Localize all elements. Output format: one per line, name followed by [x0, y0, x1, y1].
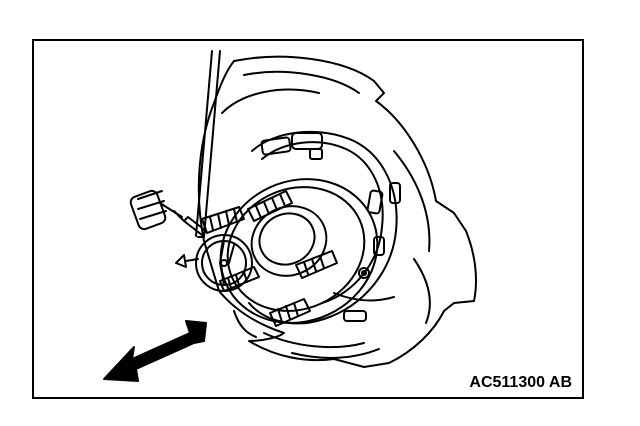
hub-bolt-upper-right: [247, 190, 293, 222]
wheel-hub-icon: [201, 178, 379, 327]
wheel-hub-runout-illustration: [103, 50, 477, 382]
hub-bolt-lower: [269, 298, 311, 327]
figure-revision: AB: [548, 374, 572, 391]
movement-arrow-icon: [103, 320, 207, 382]
hub-bolt-right: [295, 250, 338, 279]
figure-code-label: AC511300 AB: [469, 374, 572, 392]
figure-frame: AC511300 AB: [32, 39, 584, 399]
dial-indicator-icon: [129, 50, 253, 292]
figure-code: AC511300: [469, 374, 546, 391]
